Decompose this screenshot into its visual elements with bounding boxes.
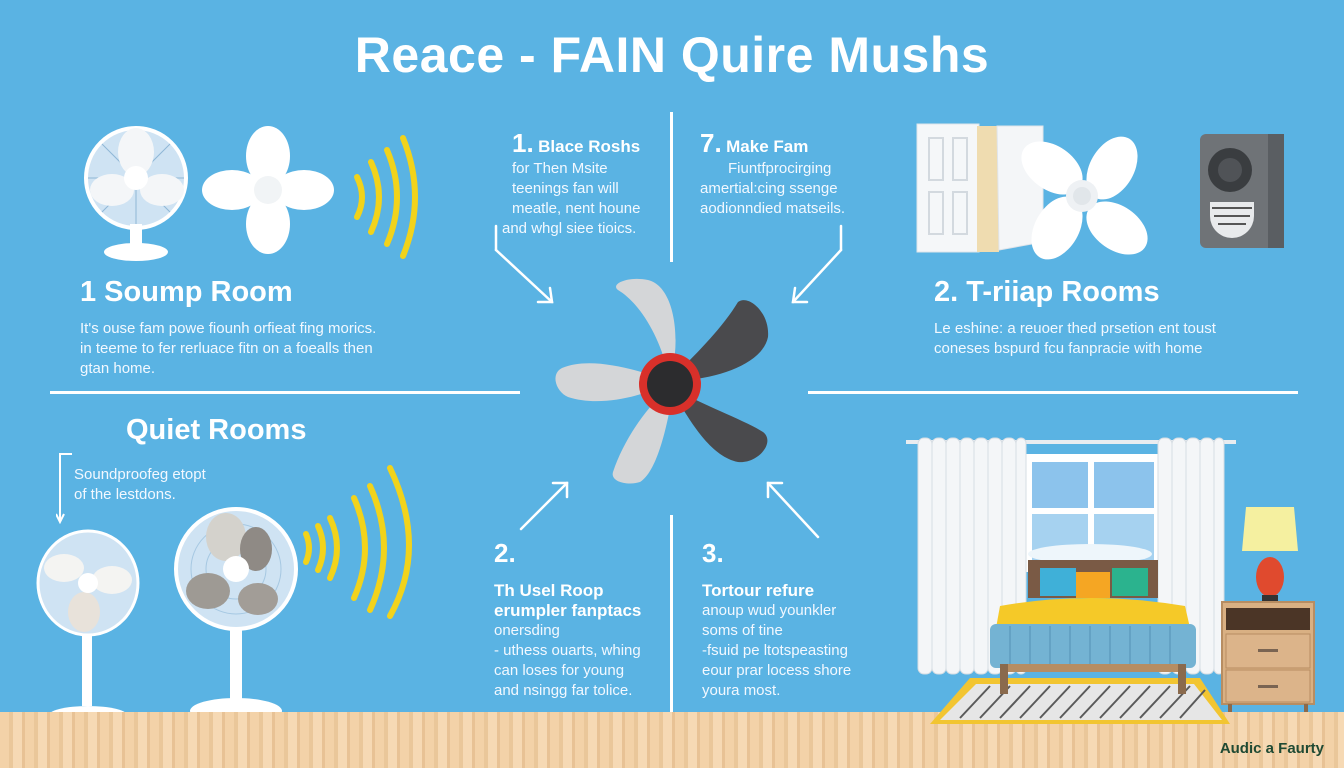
- step-line: soms of tine: [702, 622, 783, 639]
- divider-left: [50, 391, 520, 394]
- divider-top: [670, 112, 673, 262]
- step-number: 2.: [494, 538, 516, 568]
- step-line: - uthess ouarts, whing: [494, 642, 641, 659]
- step-line: and nsingg far tolice.: [494, 682, 633, 699]
- fan-blade-icon: [1012, 128, 1152, 263]
- pedestal-fan-icon: [36, 528, 148, 728]
- section-line: Le eshine: a reuoer thed prsetion ent to…: [934, 320, 1216, 337]
- bedroom-illustration: [900, 428, 1330, 733]
- step-line: eour prar locess shore: [702, 662, 852, 679]
- pedestal-fan-icon: [172, 505, 302, 727]
- step-line: Fiuntfprocirging: [728, 160, 832, 177]
- step-line: aodionndied matseils.: [700, 200, 846, 217]
- arrow-icon: [515, 475, 575, 535]
- bottom-step-2: 2. Th Usel Roop erumpler fanptacs onersd…: [494, 538, 664, 701]
- section-line: Soundproofeg etopt: [74, 466, 206, 483]
- step-line: amertial:cing ssenge: [700, 180, 838, 197]
- step-line: can loses for young: [494, 662, 625, 679]
- right-section: 2. T-riiap Rooms Le eshine: a reuoer the…: [934, 276, 1274, 359]
- arrow-icon: [490, 220, 560, 310]
- divider-right: [808, 391, 1298, 394]
- step-line: anoup wud younkler: [702, 602, 837, 619]
- step-line: teenings fan will: [512, 180, 619, 197]
- step-number: 3.: [702, 538, 724, 568]
- arrow-icon: [760, 475, 825, 545]
- page-title: Reace - FAIN Quire Mushs: [354, 27, 990, 83]
- nightstand-icon: [1220, 600, 1316, 712]
- section-line: in teeme to fer rerluace fitn on a foeal…: [80, 340, 373, 357]
- step-heading: Make Fam: [726, 137, 809, 156]
- section-line: It's ouse fam powe fiounh orfieat fing m…: [80, 320, 377, 337]
- step-line: and whgl siee tioics.: [502, 220, 637, 237]
- quiet-rooms-heading: Quiet Rooms: [126, 414, 307, 446]
- sound-wave-icon: [345, 132, 430, 262]
- central-fan-icon: [548, 272, 788, 487]
- section-heading: 1 Soump Room: [80, 276, 293, 308]
- step-line: for Then Msite: [512, 160, 608, 177]
- top-step-2: 7. Make Fam Fiuntfprocirging amertial:ci…: [700, 128, 880, 219]
- lamp-icon: [1238, 505, 1302, 603]
- step-line: onersding: [494, 622, 560, 639]
- white-noise-machine-icon: [1198, 128, 1290, 250]
- left-section: 1 Soump Room It's ouse fam powe fiounh o…: [80, 276, 420, 379]
- section-line: coneses bspurd fcu fanpracie with home: [934, 340, 1203, 357]
- fan-blade-icon: [202, 124, 334, 256]
- section-heading: 2. T-riiap Rooms: [934, 276, 1160, 308]
- step-heading: Tortour refure: [702, 581, 815, 600]
- step-line: meatle, nent houne: [512, 200, 641, 217]
- bracket-arrow-icon: [56, 452, 80, 524]
- section-line: of the lestdons.: [74, 486, 176, 503]
- quiet-rooms-text: Soundproofeg etopt of the lestdons.: [74, 465, 206, 505]
- divider-bottom: [670, 515, 673, 715]
- desk-fan-icon: [82, 124, 190, 264]
- arrow-icon: [785, 220, 855, 310]
- top-step-1: 1. Blace Roshs for Then Msite teenings f…: [502, 128, 672, 239]
- step-number: 1.: [512, 128, 534, 158]
- section-line: gtan home.: [80, 360, 156, 377]
- step-heading: Blace Roshs: [538, 137, 641, 156]
- step-heading: Th Usel Roop: [494, 581, 604, 600]
- bottom-step-3: 3. Tortour refure anoup wud younkler som…: [702, 538, 882, 701]
- step-line: youra most.: [702, 682, 781, 699]
- step-heading: erumpler fanptacs: [494, 601, 642, 620]
- sound-wave-icon: [300, 462, 430, 622]
- step-number: 7.: [700, 128, 722, 158]
- step-line: -fsuid pe ltotspeasting: [702, 642, 848, 659]
- credit-text: Audic a Faurty: [1219, 740, 1324, 757]
